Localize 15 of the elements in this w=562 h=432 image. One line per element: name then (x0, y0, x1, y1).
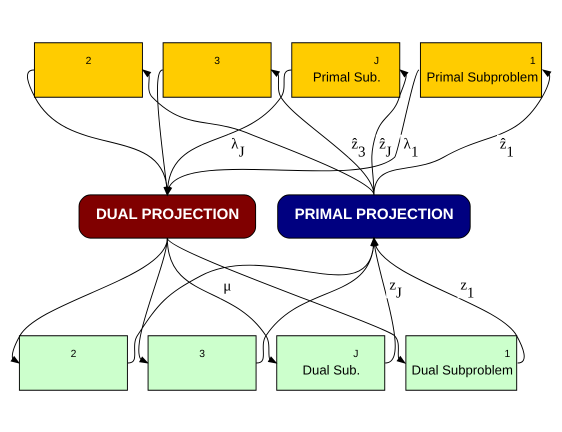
node-box: 3 (162, 42, 272, 98)
node-box: J Primal Sub. (291, 42, 400, 98)
arrow (166, 237, 278, 364)
arrow (10, 237, 168, 364)
node-box: PRIMAL PROJECTION (277, 194, 471, 238)
edge-label: μ (223, 278, 232, 294)
node-box: J Dual Sub. (276, 334, 386, 390)
node-box: DUAL PROJECTION (78, 194, 256, 238)
node-box: 1 Dual Subproblem (405, 334, 518, 390)
node-box: 2 (34, 42, 143, 98)
node-box: 2 (18, 334, 128, 390)
node-box: 3 (148, 334, 257, 390)
arrow (270, 68, 374, 195)
node-box: 1 Primal Subproblem (420, 42, 542, 98)
arrow (373, 68, 552, 195)
